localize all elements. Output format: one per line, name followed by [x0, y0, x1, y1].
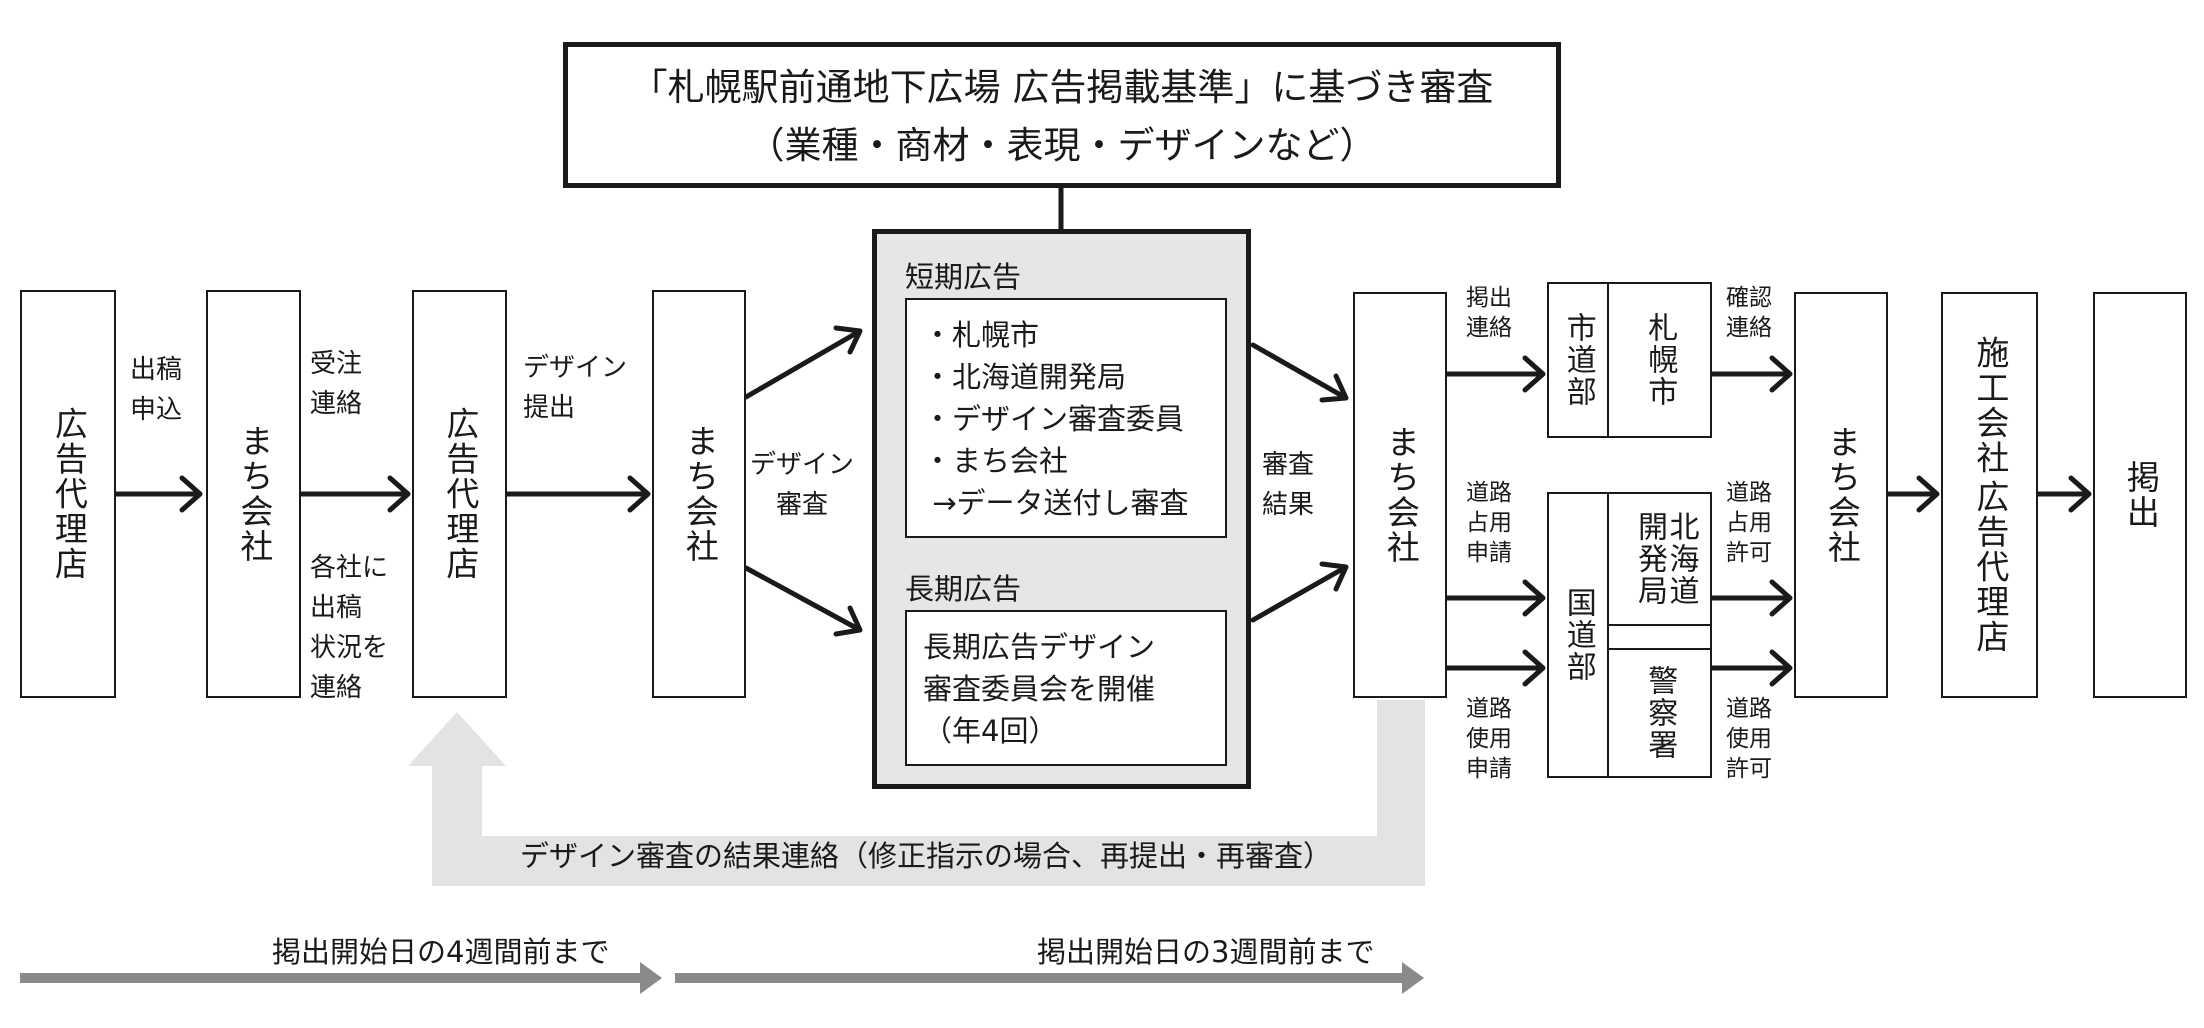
- posting-box: 掲出: [2093, 292, 2187, 698]
- label-notify-status: 各社に 出稿 状況を 連絡: [310, 553, 389, 703]
- ad-agency-label-1: 広告代理店: [49, 406, 89, 582]
- city-dept-cell: 市道部: [1549, 284, 1609, 436]
- arrow-bureau-to-machi: [1709, 579, 1793, 617]
- city-authority-group: 市道部 札幌市: [1547, 282, 1712, 438]
- arrow-to-national-2: [1444, 649, 1546, 687]
- contractor-label: 施工会社: [1970, 335, 2010, 476]
- machi-company-label-3: まち会社: [1381, 425, 1421, 565]
- label-design-review: デザイン 審査: [750, 450, 855, 520]
- arrow-to-long-term: [743, 565, 863, 637]
- machi-company-box-3: まち会社: [1353, 292, 1447, 698]
- timeline-arrow-3-weeks: [675, 962, 1424, 994]
- arrow-agency-to-machi-2: [504, 475, 651, 513]
- hokkaido-bureau-label: 北海道開発局: [1632, 511, 1699, 607]
- timeline-label-4-weeks: 掲出開始日の4週間前まで: [272, 935, 610, 969]
- timeline-arrow-4-weeks: [20, 962, 662, 994]
- sapporo-city-cell: 札幌市: [1609, 284, 1710, 436]
- short-term-item: ・北海道開発局: [923, 360, 1127, 394]
- short-term-list: ・札幌市 ・北海道開発局 ・デザイン審査委員 ・まち会社 →データ送付し審査: [905, 298, 1227, 538]
- sapporo-city-label: 札幌市: [1642, 312, 1678, 408]
- hokkaido-bureau-cell: 北海道開発局: [1609, 494, 1710, 626]
- city-dept-label: 市道部: [1560, 312, 1596, 408]
- label-road-use-apply: 道路 使用 申請: [1466, 696, 1512, 782]
- machi-company-box-4: まち会社: [1794, 292, 1888, 698]
- contractor-agency-label: 広告代理店: [1970, 479, 2010, 655]
- arrow-to-city: [1444, 355, 1546, 393]
- long-term-item: 長期広告デザイン: [923, 630, 1156, 664]
- arrow-police-to-machi: [1709, 649, 1793, 687]
- feedback-arrow: [408, 700, 1425, 886]
- short-term-title: 短期広告: [905, 260, 1022, 294]
- long-term-list: 長期広告デザイン 審査委員会を開催 （年4回）: [905, 610, 1227, 766]
- review-criteria-line1: 「札幌駅前通地下広場 広告掲載基準」に基づき審査: [630, 66, 1494, 109]
- arrow-city-to-machi: [1709, 355, 1793, 393]
- police-cell: 警察署: [1609, 648, 1710, 776]
- label-submission-request: 出稿 申込: [130, 355, 183, 425]
- arrow-to-national-1: [1444, 579, 1546, 617]
- contractor-box: 広告代理店 施工会社: [1941, 292, 2038, 698]
- police-label: 警察署: [1642, 665, 1678, 761]
- short-term-item: ・札幌市: [923, 318, 1040, 352]
- machi-company-label-4: まち会社: [1822, 425, 1862, 565]
- feedback-label: デザイン審査の結果連絡（修正指示の場合、再提出・再審査）: [520, 839, 1333, 873]
- arrow-from-long-term: [1250, 561, 1349, 623]
- national-authority-group: 国道部 北海道開発局 警察署: [1547, 492, 1712, 778]
- contractor-label-group: 広告代理店 施工会社: [1970, 335, 2010, 655]
- short-term-item: ・まち会社: [923, 444, 1069, 478]
- review-criteria-line2: （業種・商材・表現・デザインなど）: [747, 124, 1377, 167]
- label-road-occupancy-apply: 道路 占用 申請: [1466, 480, 1512, 566]
- label-road-occupancy-permit: 道路 占用 許可: [1726, 480, 1772, 566]
- posting-label: 掲出: [2121, 460, 2161, 530]
- long-term-item: （年4回）: [923, 714, 1058, 748]
- ad-agency-box-2: 広告代理店: [412, 290, 507, 698]
- label-order-contact: 受注 連絡: [310, 349, 363, 419]
- label-posting-contact: 掲出 連絡: [1466, 285, 1512, 341]
- arrow-from-short-term: [1250, 342, 1349, 403]
- review-criteria-box: 「札幌駅前通地下広場 広告掲載基準」に基づき審査 （業種・商材・表現・デザインな…: [563, 42, 1561, 188]
- arrow-to-short-term: [743, 325, 863, 400]
- arrow-agency-to-machi: [113, 475, 203, 513]
- machi-company-box-2: まち会社: [652, 290, 746, 698]
- label-review-result: 審査 結果: [1262, 450, 1315, 520]
- machi-company-box-1: まち会社: [206, 290, 301, 698]
- label-design-submit: デザイン 提出: [523, 353, 628, 423]
- ad-agency-label-2: 広告代理店: [440, 406, 480, 582]
- arrow-contractor-to-posting: [2033, 475, 2092, 513]
- arrow-machi-to-agency: [295, 475, 411, 513]
- short-term-item: ・デザイン審査委員: [923, 402, 1185, 436]
- national-dept-cell: 国道部: [1549, 494, 1609, 776]
- label-confirm-contact: 確認 連絡: [1726, 285, 1772, 341]
- national-dept-label: 国道部: [1560, 587, 1596, 683]
- review-panel: 短期広告 ・札幌市 ・北海道開発局 ・デザイン審査委員 ・まち会社 →データ送付…: [872, 229, 1251, 789]
- ad-agency-box-1: 広告代理店: [20, 290, 116, 698]
- label-road-use-permit: 道路 使用 許可: [1726, 696, 1772, 782]
- machi-company-label-2: まち会社: [680, 424, 720, 564]
- timeline-label-3-weeks: 掲出開始日の3週間前まで: [1037, 935, 1375, 969]
- long-term-item: 審査委員会を開催: [923, 672, 1156, 706]
- machi-company-label-1: まち会社: [234, 424, 274, 564]
- short-term-item: →データ送付し審査: [923, 486, 1189, 520]
- arrow-machi-to-contractor: [1885, 475, 1940, 513]
- long-term-title: 長期広告: [905, 572, 1022, 606]
